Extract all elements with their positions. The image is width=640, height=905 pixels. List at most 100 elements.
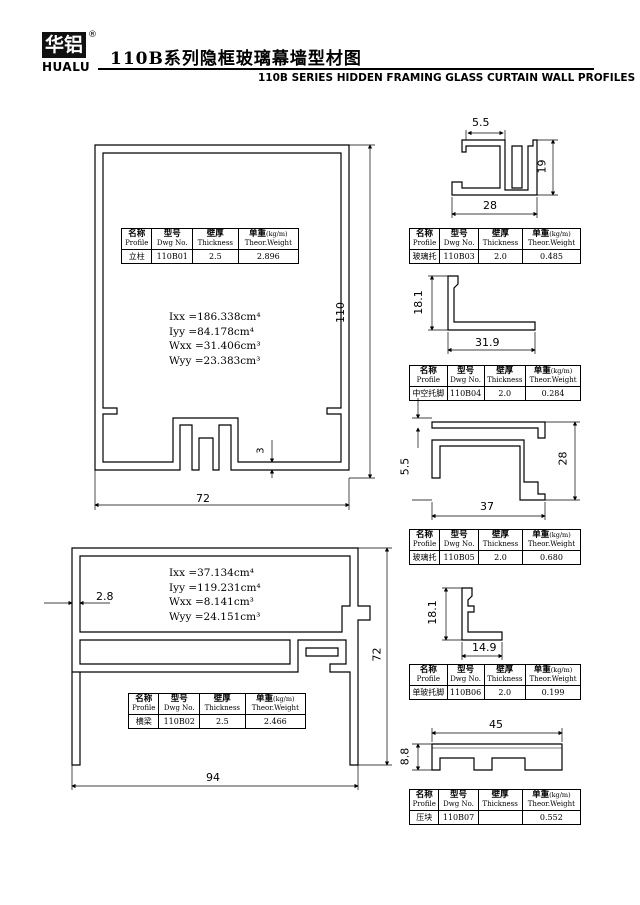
profile-thickness: 2.0 <box>483 386 527 401</box>
dim-b03-width: 28 <box>483 199 497 212</box>
header-weight: 单重(kg/m)Theor.Weight <box>521 529 582 551</box>
prop-iyy: Iyy =84.178cm⁴ <box>169 325 254 338</box>
brand-registered-mark: ® <box>88 30 97 40</box>
page-title-cn: 110B系列隐框玻璃幕墙型材图 <box>110 49 362 69</box>
profile-weight: 0.284 <box>525 386 581 401</box>
dim-b01-width: 72 <box>196 492 210 505</box>
dim-b02-height: 72 <box>370 647 384 662</box>
dim-b02-width: 94 <box>206 771 220 784</box>
profile-weight: 2.466 <box>244 714 307 729</box>
section-properties-b02: Ixx =37.134cm⁴ Iyy =119.231cm⁴ Wxx =8.14… <box>169 566 261 624</box>
profile-thickness: 2.0 <box>478 249 523 264</box>
table-row: 压块 110B07 0.552 <box>408 810 582 825</box>
profile-name: 中空托脚 <box>409 386 448 401</box>
profile-name: 压块 <box>408 810 440 825</box>
prop-wyy: Wyy =24.151cm³ <box>169 610 261 623</box>
profile-dwg: 110B04 <box>446 386 485 401</box>
table-row: 玻璃托 110B03 2.0 0.485 <box>408 249 582 264</box>
profile-weight: 0.680 <box>521 550 582 565</box>
header-weight: 单重(kg/m)Theor.Weight <box>525 365 581 387</box>
profile-name: 立柱 <box>120 249 153 264</box>
profile-dwg: 110B07 <box>438 810 479 825</box>
dim-b05-height: 28 <box>556 451 570 466</box>
dim-b04-height: 18.1 <box>411 290 425 315</box>
profile-thickness <box>477 810 523 825</box>
table-row: 横梁 110B02 2.5 2.466 <box>127 714 307 729</box>
prop-ixx: Ixx =37.134cm⁴ <box>169 567 254 579</box>
prop-ixx: Ixx =186.338cm⁴ <box>169 311 261 323</box>
table-row: 单玻托脚 110B06 2.0 0.199 <box>409 685 581 700</box>
dim-b01-height: 110 <box>334 302 347 323</box>
page-title-en: 110B SERIES HIDDEN FRAMING GLASS CURTAIN… <box>258 72 636 84</box>
prop-iyy: Iyy =119.231cm⁴ <box>169 581 261 594</box>
dim-b07-width: 45 <box>489 718 503 731</box>
brand-logo: 华铝 ® HUALU <box>42 30 97 78</box>
profile-thickness: 2.5 <box>198 714 246 729</box>
profile-110B03-section <box>451 139 538 196</box>
profile-dwg: 110B06 <box>446 685 485 700</box>
brand-logo-cn: 华铝 <box>42 32 86 58</box>
profile-dwg: 110B01 <box>151 249 193 264</box>
profile-thickness: 2.5 <box>191 249 239 264</box>
header-weight: 单重(kg/m)Theor.Weight <box>244 693 307 715</box>
profile-thickness: 2.0 <box>483 685 527 700</box>
section-properties-b01: Ixx =186.338cm⁴ Iyy =84.178cm⁴ Wxx =31.4… <box>169 310 261 368</box>
profile-110B05-section <box>431 421 546 501</box>
dim-b03-top: 5.5 <box>472 116 490 129</box>
header-weight: 单重(kg/m)Theor.Weight <box>521 228 582 250</box>
table-row: 立柱 110B01 2.5 2.896 <box>120 249 300 264</box>
profile-weight: 0.485 <box>521 249 582 264</box>
profile-110B07-section <box>431 743 563 771</box>
dim-b05-left: 5.5 <box>398 457 412 476</box>
profile-110B01-section <box>94 144 350 471</box>
header-weight: 单重(kg/m)Theor.Weight <box>525 664 581 686</box>
dim-b06-height: 18.1 <box>425 600 439 625</box>
header-divider <box>98 68 594 70</box>
profile-name: 单玻托脚 <box>409 685 448 700</box>
profile-110B04-section <box>447 275 536 331</box>
brand-logo-en: HUALU <box>42 60 91 74</box>
profile-dwg: 110B02 <box>158 714 200 729</box>
prop-wxx: Wxx =8.141cm³ <box>169 596 254 608</box>
header-weight: 单重(kg/m)Theor.Weight <box>237 228 300 250</box>
profile-dwg: 110B03 <box>439 249 480 264</box>
dim-b05-width: 37 <box>480 500 494 513</box>
profile-dwg: 110B05 <box>439 550 480 565</box>
profile-110B06-section <box>461 587 503 641</box>
profile-name: 玻璃托 <box>408 550 441 565</box>
header-weight: 单重(kg/m)Theor.Weight <box>521 789 582 811</box>
profile-name: 玻璃托 <box>408 249 441 264</box>
profile-thickness: 2.0 <box>478 550 523 565</box>
dim-b03-height: 19 <box>535 159 549 174</box>
dim-b07-height: 8.8 <box>398 747 412 766</box>
prop-wyy: Wyy =23.383cm³ <box>169 354 261 367</box>
profile-110B02-section <box>71 547 371 766</box>
dim-b02-wall: 2.8 <box>96 590 114 603</box>
dim-b04-width: 31.9 <box>475 336 500 349</box>
